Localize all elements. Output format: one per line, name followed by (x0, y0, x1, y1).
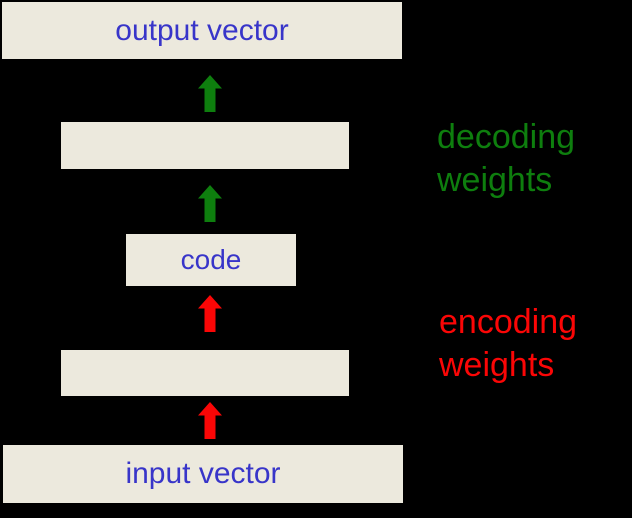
code-label: code (180, 244, 242, 275)
input-vector-box: input vector (3, 445, 403, 503)
decoder-hidden-layer-box (61, 122, 349, 169)
up-arrow-icon (198, 402, 222, 439)
output-vector-label: output vector (115, 13, 289, 47)
output-vector-box: output vector (2, 2, 402, 59)
up-arrow-icon (198, 295, 222, 332)
decoding-weights-label: decoding weights (437, 118, 576, 199)
code-box: code (126, 234, 296, 286)
encoder-hidden-layer-box (61, 350, 349, 396)
up-arrow-icon (198, 75, 222, 112)
encoding-weights-label: encoding weights (439, 303, 578, 384)
input-vector-label: input vector (125, 457, 281, 490)
up-arrow-icon (198, 185, 222, 222)
